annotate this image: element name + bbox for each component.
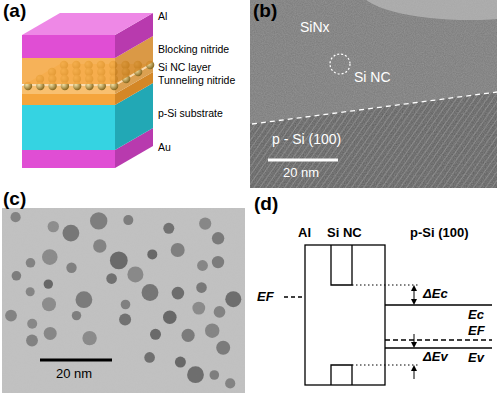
nanocrystal-dot — [5, 310, 17, 322]
nanocrystal-dot — [106, 273, 117, 284]
energy-level-label: EF — [468, 324, 485, 338]
scale-bar-label: 20 nm — [56, 367, 92, 381]
region-label: SiNx — [300, 20, 330, 35]
nanocrystal-dot — [212, 232, 224, 244]
nanocrystal-dot — [123, 215, 133, 225]
nanocrystal-dot — [216, 341, 230, 355]
nanocrystal-dot — [163, 223, 174, 234]
nanocrystal-dot — [48, 221, 59, 232]
region-label: Si NC — [354, 70, 391, 85]
panel-letter: (a) — [3, 1, 26, 22]
energy-level-label: Ec — [468, 308, 484, 322]
panel-letter: (c) — [3, 189, 26, 210]
region-label: p-Si (100) — [410, 226, 469, 240]
layer-label: Blocking nitride — [158, 44, 229, 56]
layer-stack — [22, 13, 154, 168]
nanocrystal-dot — [66, 263, 76, 273]
nanocrystal-dot — [26, 287, 35, 296]
nanocrystal-dot — [163, 311, 177, 325]
nanocrystal-dot — [214, 306, 226, 318]
region-label: Si NC — [327, 226, 362, 240]
layer-label: Au — [158, 142, 171, 154]
region-label: p - Si (100) — [272, 132, 341, 147]
layer-label: p-Si substrate — [158, 108, 223, 120]
nanocrystal-dot — [110, 252, 128, 270]
nanocrystal-dot — [72, 311, 81, 320]
nanocrystal-dot — [197, 260, 208, 271]
energy-level-label: EF — [257, 290, 274, 304]
nanocrystal-dot — [11, 212, 21, 222]
scale-bar-label: 20 nm — [283, 166, 319, 180]
nanocrystal-dot — [147, 249, 157, 259]
nanocrystal-dot — [63, 225, 80, 242]
nanocrystal-dot — [192, 302, 205, 315]
band-offset-label: ΔEv — [423, 350, 448, 364]
nanocrystal-dot — [187, 366, 204, 383]
panel-letter: (b) — [253, 1, 277, 22]
nanocrystal-dot — [172, 287, 185, 300]
nanocrystal-dot — [142, 284, 159, 301]
nanocrystal-dot — [212, 256, 224, 268]
nanocrystal-dot — [90, 212, 107, 229]
nanocrystal-dot — [182, 329, 195, 342]
nanocrystal-dot — [171, 243, 185, 257]
nanocrystal-dot — [205, 324, 219, 338]
nanocrystal-dot — [12, 271, 22, 281]
layer-label: Al — [158, 11, 167, 23]
nanocrystal-dot — [42, 297, 56, 311]
nanocrystal-dot — [93, 239, 106, 252]
nanocrystal-dot — [210, 370, 220, 380]
band-diagram — [284, 245, 492, 385]
nanocrystal-dot — [175, 357, 186, 368]
nanocrystal-dot — [26, 335, 38, 347]
nanocrystal-dot — [119, 313, 131, 325]
nanocrystal-dot — [199, 218, 211, 230]
nanocrystal-dot — [76, 291, 93, 308]
energy-level-label: Ev — [468, 351, 484, 365]
nanocrystal-dot — [225, 291, 241, 307]
nanocrystal-dot — [27, 319, 37, 329]
nanocrystal-dot — [82, 331, 96, 345]
nanocrystal-dot — [44, 327, 57, 340]
nanocrystal-dot — [121, 300, 131, 310]
tem-plan-view — [2, 208, 245, 393]
nanocrystal-dot — [150, 329, 161, 340]
tem-cross-section — [250, 0, 497, 188]
nanocrystal-dot — [196, 282, 207, 293]
layer-label: Tunneling nitride — [158, 75, 235, 87]
nanocrystal-dot — [42, 249, 58, 265]
layer-label: Si NC layer — [158, 62, 211, 74]
region-label: Al — [298, 226, 311, 240]
panel-letter: (d) — [254, 194, 278, 215]
nanocrystal-dot — [44, 279, 53, 288]
nanocrystal-dot — [26, 258, 36, 268]
nanocrystal-dot — [225, 378, 235, 388]
band-offset-label: ΔEc — [423, 287, 448, 301]
nanocrystal-dot — [127, 266, 143, 282]
nanocrystal-dot — [144, 352, 155, 363]
